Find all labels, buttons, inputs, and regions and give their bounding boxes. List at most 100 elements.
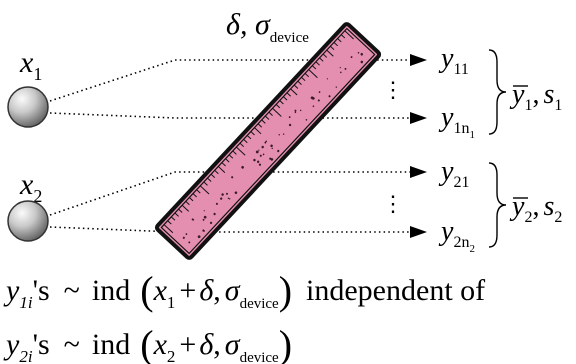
ruler-speckle [277,149,280,153]
input-x1: x1 [7,46,49,128]
ruler-speckle [299,109,302,112]
ruler-tick [315,61,320,66]
ruler [154,22,382,260]
ruler-speckle [288,123,292,127]
ruler-tick [221,162,226,167]
ruler-tick [178,208,183,213]
ruler-speckle [282,133,285,135]
ruler-speckle [253,158,256,162]
ruler-tick [243,138,248,144]
ruler-speckle [221,193,224,196]
ruler-speckle [203,215,207,219]
ruler-tick [214,169,219,175]
ruler-tick [236,146,246,156]
ruler-speckle [344,67,347,70]
ruler-speckle [326,78,329,80]
ellipsis-group1: ⋮ [382,77,404,102]
ruler-tick [225,158,230,163]
ruler-speckle [259,154,262,157]
ruler-tick [272,107,282,117]
ruler-speckle [318,91,321,93]
ruler-tick [189,197,194,202]
ruler-speckle [209,221,213,225]
arrow-x1-y1n [49,112,412,119]
ruler-speckle [262,153,265,156]
ruler-tick [232,150,237,155]
statement-line-2: y2i's~ind(x2+δ,σdevice) [3,322,292,364]
brace-group1 [488,49,507,135]
ruler-tick [174,212,179,217]
ruler-tick [196,189,201,194]
ruler-speckle [278,134,280,136]
ruler-tick [250,131,255,136]
statement-line-1: y1i's~ind(x1+δ,σdevice)independent of [3,268,485,313]
ruler-tick [264,115,270,120]
ruler-tick [163,224,174,234]
ruler-tick [210,173,216,178]
output-y1n1: y1n1 [438,102,475,141]
ruler-speckle [192,219,195,221]
ruler-tick [333,42,338,47]
output-group-2: y21 y2n2 y2,s2 [438,156,562,255]
ruler-speckle [288,116,291,119]
ruler-speckle [220,197,223,200]
ruler-speckle [258,163,262,166]
sphere-x1 [7,86,49,128]
summary-group1: y1,s1 [509,79,562,114]
ruler-tick [319,57,324,62]
ruler-speckle [265,140,267,143]
ruler-speckle [241,166,244,169]
ruler-tick [337,38,342,43]
input-x1-label: x1 [19,46,42,84]
ruler-speckle [271,147,273,150]
ruler-speckle [305,119,308,121]
ruler-label: δ, σdevice [226,8,309,46]
measurement-arrows [49,54,427,238]
ruler-tick [344,30,354,40]
ruler-speckle [188,241,191,244]
arrowhead-y1n [410,112,427,124]
sphere-x2 [7,200,49,242]
ruler-tick [322,53,328,58]
ruler-tick [181,204,190,212]
ruler-speckle [270,144,273,148]
ruler-speckle [203,230,205,232]
ruler-speckle [360,60,364,64]
ruler-tick [207,177,212,182]
ruler-speckle [227,197,230,199]
arrowhead-y11 [410,54,427,66]
ruler-tick [293,84,299,89]
ruler-speckle [360,53,364,56]
ruler-tick [254,127,262,135]
ruler-tick [308,69,318,79]
ruler-tick [261,119,266,124]
ruler-speckle [185,233,188,235]
ruler-speckle [350,56,353,59]
ruler-speckle [335,86,337,88]
ruler-speckle [215,202,218,205]
ruler-tick [297,80,302,85]
ruler-tick [185,200,190,206]
ruler-speckle [261,145,264,149]
svg-text:δ, σdevice: δ, σdevice [226,8,309,46]
ruler-speckle [317,99,320,102]
ruler-tick [239,142,244,147]
ruler-tick [203,181,208,186]
ruler-speckle [340,71,342,74]
ruler-tick [199,185,210,195]
brace-group2 [488,162,507,248]
ruler-speckle [357,51,360,54]
ruler-speckle [255,150,259,154]
ruler-tick [170,216,176,221]
ruler-speckle [231,176,234,179]
ruler-speckle [202,218,205,221]
ruler-tick [167,220,172,225]
ruler-tick [279,100,284,105]
ruler-ticks [163,30,354,234]
ruler-speckle [225,192,228,195]
ruler-speckle [294,111,297,114]
ruler-speckle [182,236,185,239]
ruler-speckle [311,97,315,100]
ruler-tick [246,135,252,140]
